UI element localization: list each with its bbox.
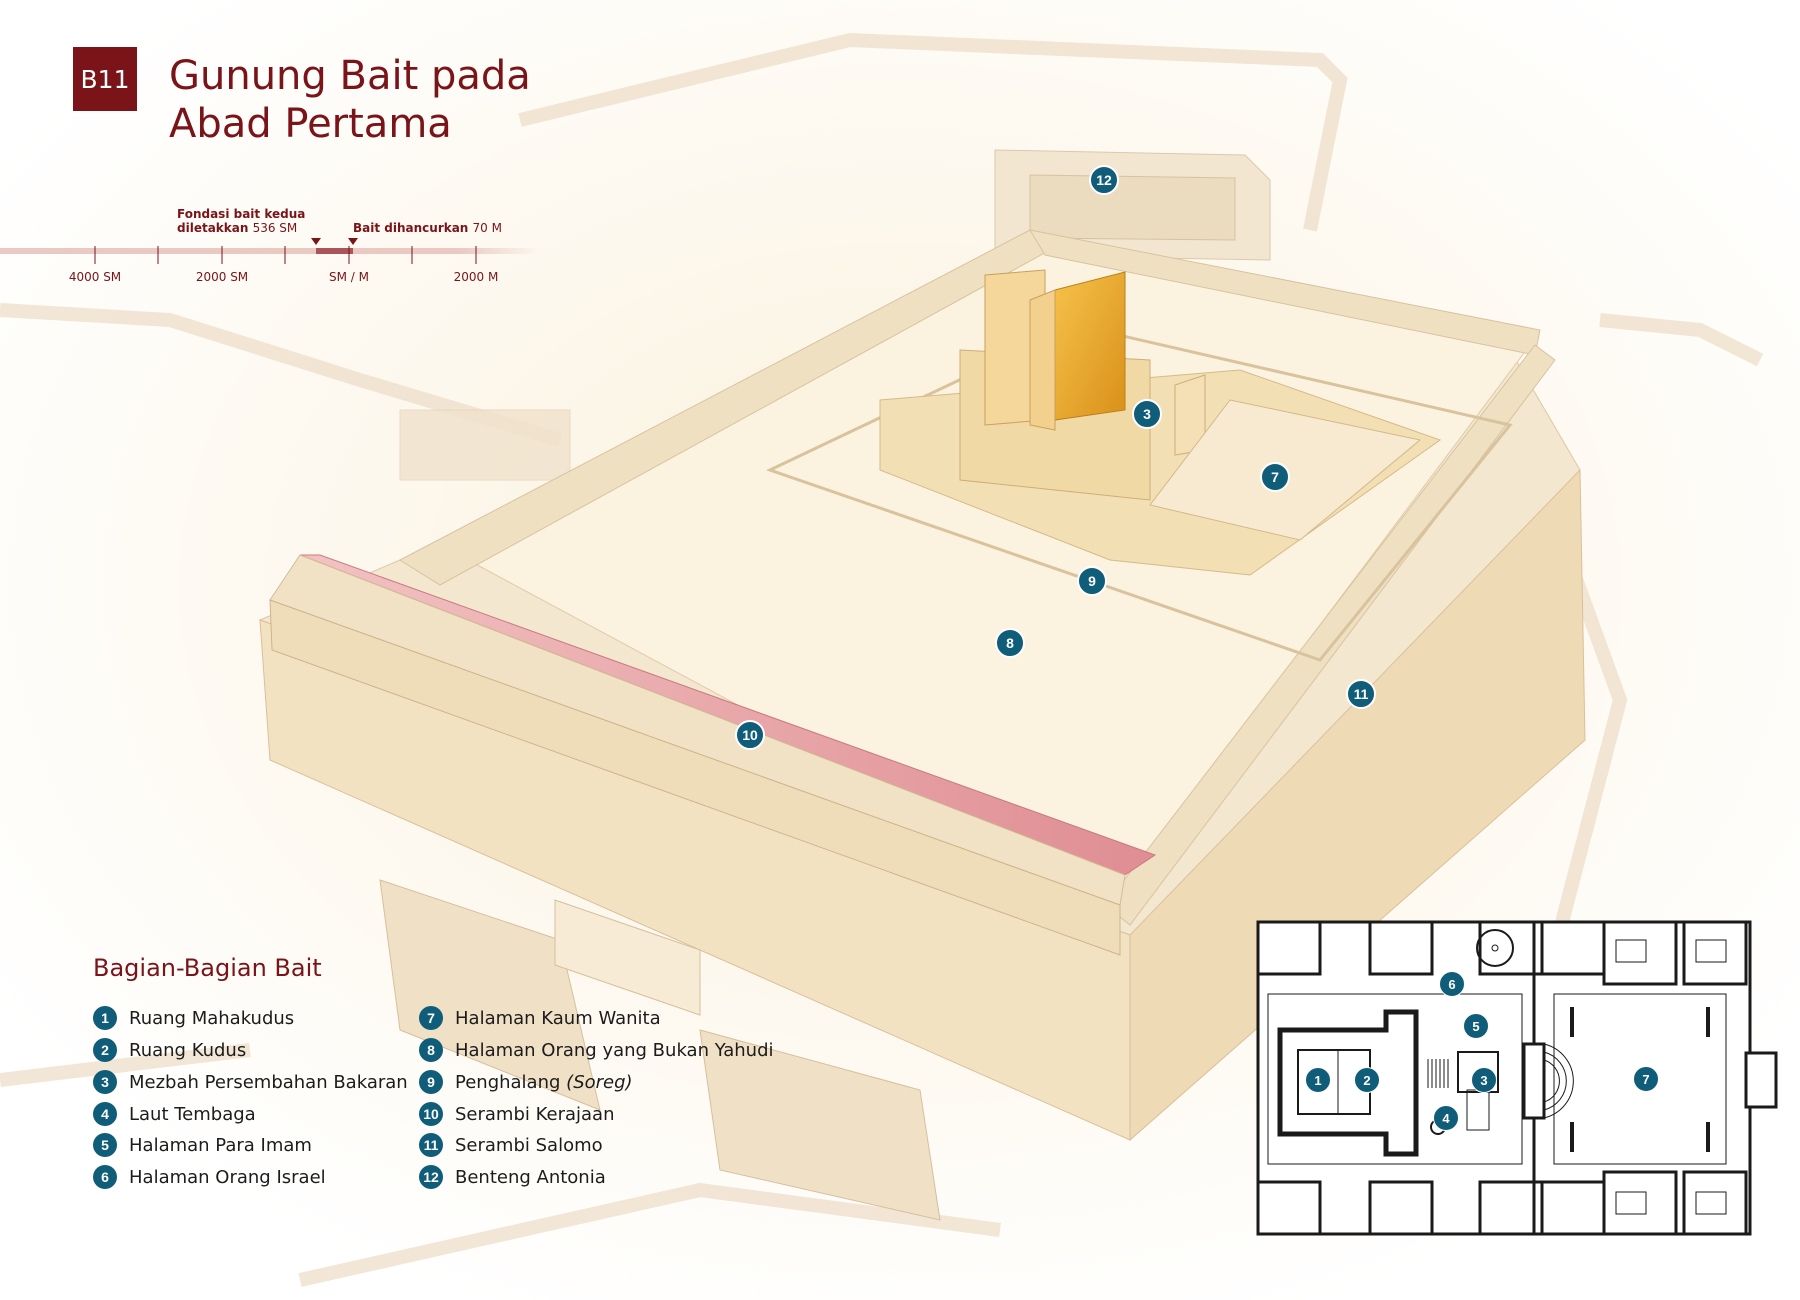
legend-label: Penghalang <box>455 1071 561 1093</box>
legend-item: 9 Penghalang (Soreg) <box>419 1070 633 1094</box>
legend-number: 6 <box>93 1165 117 1189</box>
timeline-event-destruction-date: 70 M <box>472 221 502 235</box>
temple-complex <box>879 269 1442 576</box>
marker-solomons-porch: 11 <box>1346 679 1376 709</box>
legend-item: 10 Serambi Kerajaan <box>419 1102 615 1126</box>
antonia-fortress <box>994 149 1271 261</box>
timeline-event-destruction-label: Bait dihancurkan <box>353 221 469 235</box>
timeline-tick-label: SM / M <box>329 270 369 284</box>
legend-label: Mezbah Persembahan Bakaran <box>129 1071 408 1093</box>
timeline-event-destruction: Bait dihancurkan 70 M <box>353 221 502 235</box>
plan-marker-holy-of-holies: 1 <box>1305 1067 1331 1093</box>
marker-gentiles-court: 8 <box>995 628 1025 658</box>
plan-marker-israel-court: 6 <box>1439 971 1465 997</box>
title-line-1: Gunung Bait pada <box>169 53 531 99</box>
arch-bridge <box>399 409 571 481</box>
legend-item: 8 Halaman Orang yang Bukan Yahudi <box>419 1038 774 1062</box>
plan-marker-altar: 3 <box>1471 1067 1497 1093</box>
legend-label: Serambi Kerajaan <box>455 1103 615 1125</box>
legend-label: Laut Tembaga <box>129 1103 256 1125</box>
legend-label: Serambi Salomo <box>455 1134 603 1156</box>
legend-label: Ruang Kudus <box>129 1039 247 1061</box>
legend-number: 9 <box>419 1070 443 1094</box>
legend-label: Halaman Kaum Wanita <box>455 1007 661 1029</box>
legend-number: 10 <box>419 1102 443 1126</box>
plan-marker-priests-court: 5 <box>1463 1013 1489 1039</box>
page-title: Gunung Bait pada Abad Pertama <box>169 52 589 148</box>
legend-number: 3 <box>93 1070 117 1094</box>
legend-number: 2 <box>93 1038 117 1062</box>
legend-number: 4 <box>93 1102 117 1126</box>
timeline-event-foundation-line2: diletakkan <box>177 221 249 235</box>
legend-label: Halaman Orang Israel <box>129 1166 326 1188</box>
legend-label: Halaman Orang yang Bukan Yahudi <box>455 1039 774 1061</box>
legend-number: 8 <box>419 1038 443 1062</box>
title-line-2: Abad Pertama <box>169 101 452 147</box>
timeline-tick-label: 2000 SM <box>195 270 249 284</box>
plan-marker-laver: 4 <box>1433 1105 1459 1131</box>
timeline-event-foundation-line1: Fondasi bait kedua <box>177 207 306 221</box>
section-badge: B11 <box>73 47 137 111</box>
royal-stoa <box>269 554 1157 956</box>
legend-number: 7 <box>419 1006 443 1030</box>
legend-label: Benteng Antonia <box>455 1166 606 1188</box>
legend-label: Ruang Mahakudus <box>129 1007 295 1029</box>
legend-number: 11 <box>419 1133 443 1157</box>
legend-title: Bagian-Bagian Bait <box>93 954 322 982</box>
legend-item: 11 Serambi Salomo <box>419 1133 603 1157</box>
platform <box>258 229 1586 1221</box>
timeline-tick-label: 4000 SM <box>68 270 122 284</box>
marker-royal-stoa: 10 <box>735 720 765 750</box>
legend-item: 3 Mezbah Persembahan Bakaran <box>93 1070 408 1094</box>
plan-marker-womens-court: 7 <box>1633 1066 1659 1092</box>
legend-item: 6 Halaman Orang Israel <box>93 1165 326 1189</box>
plan-marker-holy-place: 2 <box>1354 1067 1380 1093</box>
marker-altar: 3 <box>1132 399 1162 429</box>
timeline-tick-label: 2000 M <box>453 270 499 284</box>
legend-number: 5 <box>93 1133 117 1157</box>
legend-item: 1 Ruang Mahakudus <box>93 1006 294 1030</box>
timeline-event-foundation: Fondasi bait kedua diletakkan 536 SM <box>177 207 305 235</box>
timeline-axis <box>0 238 540 264</box>
legend-item: 4 Laut Tembaga <box>93 1102 256 1126</box>
marker-soreg: 9 <box>1077 566 1107 596</box>
legend-item: 7 Halaman Kaum Wanita <box>419 1006 661 1030</box>
legend-item: 12 Benteng Antonia <box>419 1165 606 1189</box>
legend-label-extra: (Soreg) <box>566 1071 633 1093</box>
temple-floor-plan <box>1256 920 1778 1236</box>
marker-womens-court: 7 <box>1260 462 1290 492</box>
legend-item: 2 Ruang Kudus <box>93 1038 246 1062</box>
legend-item: 5 Halaman Para Imam <box>93 1133 312 1157</box>
marker-antonia: 12 <box>1089 165 1119 195</box>
legend-label: Halaman Para Imam <box>129 1134 312 1156</box>
legend-number: 1 <box>93 1006 117 1030</box>
timeline-event-foundation-date: 536 SM <box>252 221 298 235</box>
legend-number: 12 <box>419 1165 443 1189</box>
